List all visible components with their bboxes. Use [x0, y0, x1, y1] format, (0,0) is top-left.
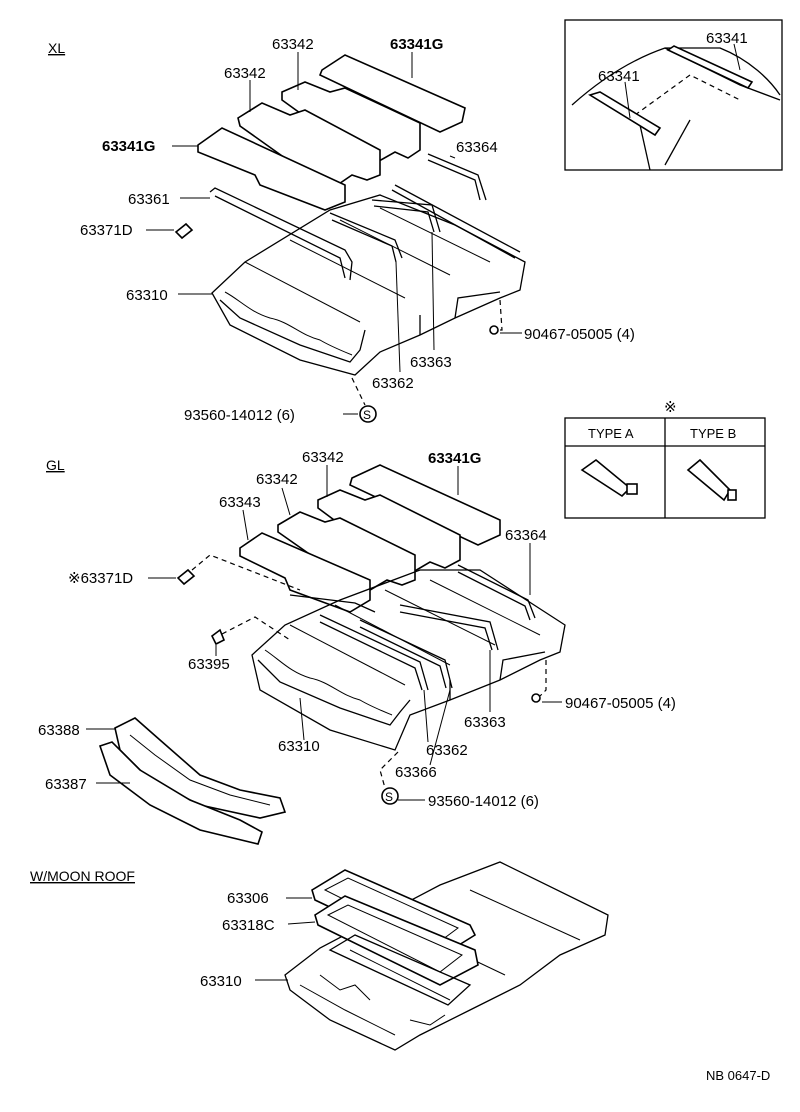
section-label-xl: XL — [48, 40, 65, 56]
xl-headliner — [211, 194, 526, 376]
gl-rail-front — [289, 594, 376, 613]
gl-label-63364: 63364 — [505, 527, 547, 544]
gl-rail-63363 — [399, 604, 499, 651]
xl-label-93560: 93560-14012 (6) — [184, 407, 295, 424]
gl-label-63342-a: 63342 — [302, 449, 344, 466]
inset-box — [564, 19, 783, 171]
xl-label-63364: 63364 — [456, 139, 498, 156]
gl-pad-63341g — [349, 464, 501, 546]
moonroof-label-63310: 63310 — [200, 973, 242, 990]
xl-label-63363: 63363 — [410, 354, 452, 371]
moonroof-seal-63318c — [314, 895, 479, 986]
moonroof-opening — [328, 934, 472, 1006]
xl-label-63361: 63361 — [128, 191, 170, 208]
xl-label-63362: 63362 — [372, 375, 414, 392]
xl-label-63342-b: 63342 — [224, 65, 266, 82]
xl-rail-63362 — [329, 212, 403, 263]
xl-label-63342-a: 63342 — [272, 36, 314, 53]
gl-part-63388 — [114, 717, 287, 819]
inset-label-63341-left: 63341 — [598, 68, 640, 85]
gl-headliner — [251, 569, 566, 751]
gl-label-90467: 90467-05005 (4) — [565, 695, 676, 712]
xl-label-63310: 63310 — [126, 287, 168, 304]
xl-label-63341g-top: 63341G — [390, 36, 443, 53]
xl-label-63341g-left: 63341G — [102, 138, 155, 155]
gl-part-63387 — [98, 741, 263, 845]
gl-label-63362: 63362 — [426, 742, 468, 759]
moonroof-label-63318c: 63318C — [222, 917, 275, 934]
gl-label-63371d: ※63371D — [68, 570, 133, 587]
type-box-mark: ※ — [664, 399, 677, 416]
type-box — [564, 417, 766, 519]
xl-screw-symbol-s: S — [359, 405, 377, 423]
xl-pad-63341g-left — [197, 127, 346, 211]
gl-label-63310: 63310 — [278, 738, 320, 755]
gl-rail-63362 — [319, 614, 429, 691]
xl-screw-90467 — [489, 325, 499, 335]
gl-screw-symbol-s: S — [381, 787, 399, 805]
gl-pad-63343 — [239, 532, 371, 613]
gl-label-63387: 63387 — [45, 776, 87, 793]
gl-label-93560: 93560-14012 (6) — [428, 793, 539, 810]
xl-rail-63364 — [427, 153, 487, 201]
xl-rail-back — [391, 184, 521, 259]
inset-label-63341-right: 63341 — [706, 30, 748, 47]
gl-label-63395: 63395 — [188, 656, 230, 673]
svg-text:S: S — [363, 408, 371, 422]
xl-pad-63341g-top — [318, 54, 466, 133]
type-b-clip-icon — [686, 458, 737, 502]
gl-clip-63395 — [210, 628, 226, 646]
gl-label-63366: 63366 — [395, 764, 437, 781]
xl-label-90467: 90467-05005 (4) — [524, 326, 635, 343]
xl-rail-63361 — [209, 187, 353, 281]
gl-label-63342-b: 63342 — [256, 471, 298, 488]
gl-rail-63366 — [359, 619, 453, 689]
type-a-clip-icon — [580, 458, 638, 498]
type-b-label: TYPE B — [690, 426, 736, 441]
type-a-label: TYPE A — [588, 426, 634, 441]
section-label-gl: GL — [46, 457, 65, 473]
gl-label-63343: 63343 — [219, 494, 261, 511]
gl-label-63388: 63388 — [38, 722, 80, 739]
gl-screw-90467 — [531, 693, 541, 703]
gl-clip-63371d — [176, 568, 196, 586]
xl-label-63371d: 63371D — [80, 222, 133, 239]
gl-label-63363: 63363 — [464, 714, 506, 731]
svg-text:S: S — [385, 790, 393, 804]
gl-label-63341g: 63341G — [428, 450, 481, 467]
xl-clip-63371d — [174, 222, 194, 240]
moonroof-label-63306: 63306 — [227, 890, 269, 907]
diagram-code: NB 0647-D — [706, 1068, 770, 1083]
gl-rail-63364 — [457, 564, 536, 621]
section-label-moonroof: W/MOON ROOF — [30, 868, 135, 884]
